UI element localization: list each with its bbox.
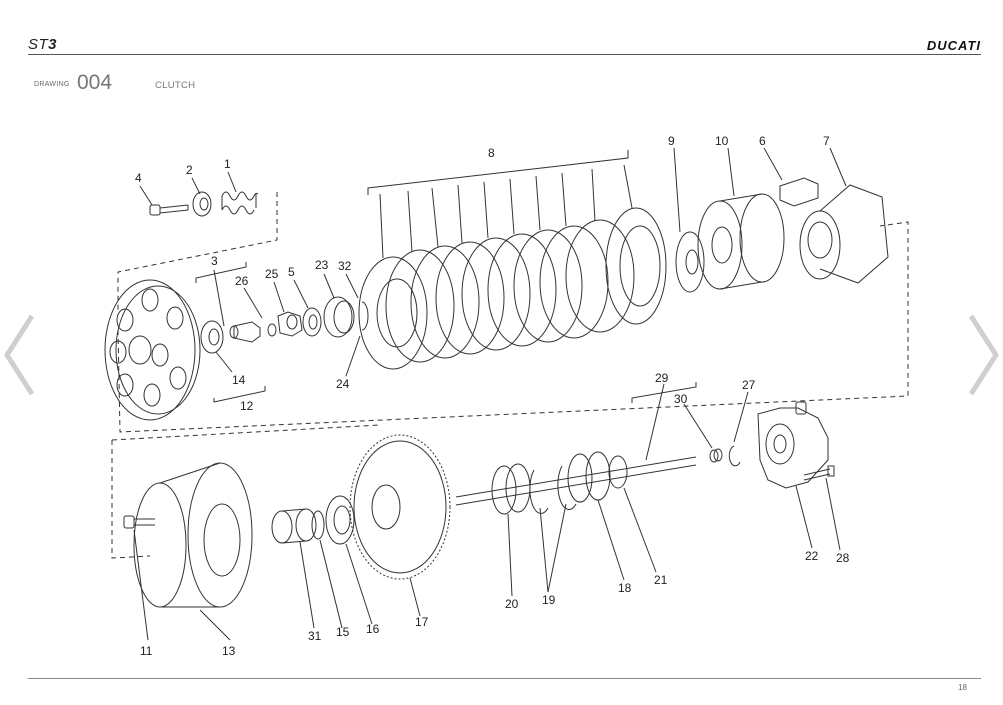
callout-5: 5 bbox=[288, 265, 295, 279]
callout-30: 30 bbox=[674, 392, 688, 406]
bracket-3 bbox=[195, 262, 247, 283]
callout-11: 11 bbox=[140, 644, 153, 658]
callout-15: 15 bbox=[336, 625, 350, 639]
part-30-orings bbox=[683, 403, 723, 463]
callout-20: 20 bbox=[505, 597, 519, 611]
callout-23: 23 bbox=[315, 258, 329, 272]
chevron-right-icon bbox=[967, 313, 1001, 397]
part-26-pushrod bbox=[229, 321, 261, 343]
part-6-damper bbox=[763, 147, 819, 207]
callout-24: 24 bbox=[336, 377, 350, 391]
part-23-bearing bbox=[323, 296, 355, 338]
callout-26: 26 bbox=[235, 274, 249, 288]
part-25-nut bbox=[277, 311, 303, 337]
clutch-plate-stack bbox=[358, 164, 667, 370]
model-suffix: 3 bbox=[48, 36, 58, 53]
bracket-29 bbox=[631, 382, 697, 403]
part-2-washer bbox=[192, 191, 212, 217]
model-prefix: ST bbox=[28, 36, 49, 53]
part-5-washer bbox=[302, 307, 322, 337]
callout-7: 7 bbox=[823, 134, 830, 148]
callout-22: 22 bbox=[805, 549, 819, 563]
callout-12: 12 bbox=[240, 399, 254, 413]
part-17-gear bbox=[349, 434, 451, 617]
part-27-circlip bbox=[728, 445, 741, 467]
part-28-bolt bbox=[803, 465, 841, 551]
part-7-cover bbox=[799, 147, 889, 284]
part-11-bolt bbox=[123, 515, 155, 641]
part-19-circlips bbox=[529, 465, 577, 593]
part-1-spring bbox=[221, 191, 259, 215]
callout-14: 14 bbox=[232, 373, 246, 387]
footer-rule bbox=[28, 678, 981, 679]
part-18-bearing bbox=[567, 451, 625, 581]
callout-25: 25 bbox=[265, 267, 279, 281]
part-32-circlip bbox=[361, 301, 369, 331]
callout-32: 32 bbox=[338, 259, 352, 273]
part-9-hub-plate bbox=[673, 147, 705, 293]
part-20-bearing bbox=[491, 463, 531, 597]
section-title: CLUTCH bbox=[155, 80, 196, 91]
callout-8: 8 bbox=[488, 146, 495, 160]
bracket-8 bbox=[367, 150, 629, 195]
frame-lower-left bbox=[111, 440, 151, 559]
part-29-shaft bbox=[455, 383, 697, 506]
frame-upper bbox=[117, 221, 909, 433]
callout-4: 4 bbox=[135, 171, 142, 185]
callout-6: 6 bbox=[759, 134, 766, 148]
drawing-number: 004 bbox=[77, 71, 113, 94]
part-4-bolt bbox=[149, 204, 189, 216]
callout-2: 2 bbox=[186, 163, 193, 177]
chevron-left-icon bbox=[2, 313, 36, 397]
part-16-bearing bbox=[325, 495, 373, 625]
part-13-outer-basket bbox=[133, 462, 253, 641]
callout-16: 16 bbox=[366, 622, 380, 636]
frame-upper-left bbox=[117, 192, 278, 310]
model-name: ST3 bbox=[28, 36, 57, 53]
page-number: 18 bbox=[958, 683, 967, 692]
part-15-oring bbox=[311, 510, 325, 540]
callout-27: 27 bbox=[742, 378, 756, 392]
drawing-label: DRAWING bbox=[34, 81, 70, 88]
part-22-slave-cylinder bbox=[757, 401, 829, 549]
brand-logo: DUCATI bbox=[926, 38, 981, 53]
callout-29: 29 bbox=[655, 371, 669, 385]
callout-9: 9 bbox=[668, 134, 675, 148]
part-14-bearing bbox=[200, 320, 224, 354]
callout-19: 19 bbox=[542, 593, 556, 607]
previous-page-button[interactable] bbox=[2, 312, 36, 398]
header-rule bbox=[28, 54, 981, 55]
callout-10: 10 bbox=[715, 134, 729, 148]
bracket-12 bbox=[213, 386, 266, 403]
callout-13: 13 bbox=[222, 644, 236, 658]
callout-21: 21 bbox=[654, 573, 668, 587]
part-21-spacer bbox=[608, 455, 657, 573]
frame-lower-top bbox=[111, 424, 381, 441]
callout-28: 28 bbox=[836, 551, 850, 565]
pressure-plate bbox=[104, 279, 201, 421]
part-31-spacer bbox=[271, 508, 317, 629]
next-page-button[interactable] bbox=[967, 312, 1001, 398]
callout-3: 3 bbox=[211, 254, 218, 268]
part-10-inner-drum bbox=[697, 147, 785, 290]
callout-1: 1 bbox=[224, 157, 231, 171]
part-26-oring bbox=[267, 323, 277, 337]
callout-17: 17 bbox=[415, 615, 429, 629]
callout-18: 18 bbox=[618, 581, 632, 595]
callout-31: 31 bbox=[308, 629, 322, 643]
